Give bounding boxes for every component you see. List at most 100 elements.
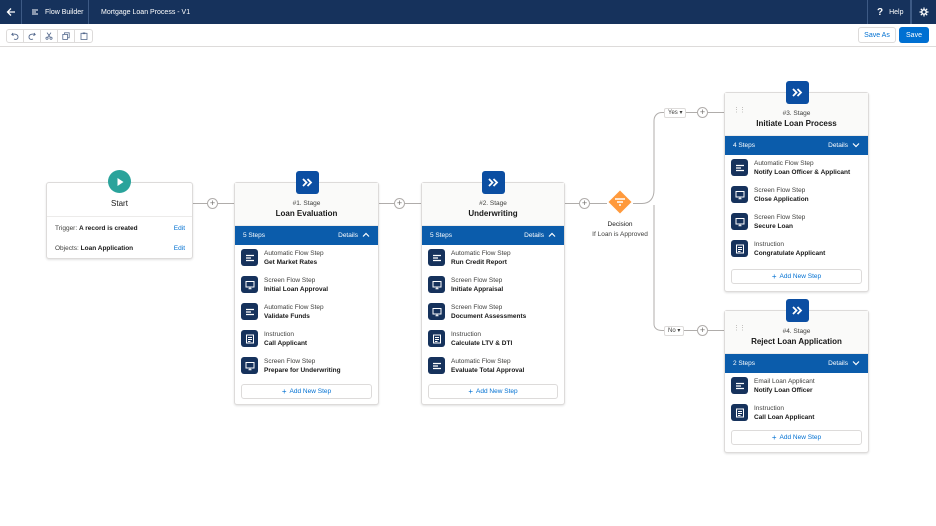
details-toggle[interactable]: Details bbox=[524, 231, 556, 239]
stage-icon bbox=[786, 299, 809, 322]
step-name: Close Application bbox=[754, 196, 809, 203]
edit-trigger-link[interactable]: Edit bbox=[173, 225, 185, 232]
redo-icon bbox=[28, 32, 36, 40]
screen-flow-icon bbox=[731, 213, 748, 230]
step-type: Instruction bbox=[754, 241, 784, 248]
chevron-up-icon bbox=[548, 232, 556, 237]
step-name: Get Market Rates bbox=[264, 259, 318, 266]
screen-flow-icon bbox=[428, 276, 445, 293]
step-item[interactable]: Screen Flow Step Initiate Appraisal bbox=[422, 272, 564, 299]
stage-card-reject-loan-application[interactable]: ⋮⋮ #4. Stage Reject Loan Application 2 S… bbox=[724, 310, 869, 453]
plus-icon: + bbox=[771, 433, 777, 442]
step-name: Document Assessments bbox=[451, 313, 527, 320]
step-item[interactable]: Screen Flow Step Close Application bbox=[725, 182, 868, 209]
step-name: Evaluate Total Approval bbox=[451, 367, 525, 374]
start-icon bbox=[108, 170, 131, 193]
step-item[interactable]: Automatic Flow Step Validate Funds bbox=[235, 299, 378, 326]
step-item[interactable]: Automatic Flow Step Get Market Rates bbox=[235, 245, 378, 272]
edit-tools bbox=[6, 29, 93, 43]
step-name: Congratulate Applicant bbox=[754, 250, 826, 257]
save-as-button[interactable]: Save As bbox=[858, 27, 896, 43]
yes-label: Yes bbox=[668, 110, 678, 116]
undo-button[interactable] bbox=[7, 30, 24, 42]
step-type: Instruction bbox=[754, 405, 784, 412]
stage-number: #3. Stage bbox=[782, 110, 811, 117]
edit-objects-link[interactable]: Edit bbox=[173, 245, 185, 252]
settings-button[interactable] bbox=[911, 0, 936, 24]
add-step-label: Add New Step bbox=[779, 434, 822, 441]
add-new-step-button[interactable]: + Add New Step bbox=[428, 384, 558, 399]
details-label: Details bbox=[828, 359, 848, 367]
redo-button[interactable] bbox=[24, 30, 41, 42]
help-button[interactable]: ? Help bbox=[867, 0, 911, 24]
step-type: Screen Flow Step bbox=[264, 358, 316, 365]
step-item[interactable]: Instruction Call Applicant bbox=[235, 326, 378, 353]
step-type: Screen Flow Step bbox=[754, 214, 806, 221]
step-item[interactable]: Automatic Flow Step Evaluate Total Appro… bbox=[422, 353, 564, 380]
step-item[interactable]: Automatic Flow Step Run Credit Report bbox=[422, 245, 564, 272]
step-name: Notify Loan Officer & Applicant bbox=[754, 169, 851, 176]
automatic-flow-icon bbox=[241, 303, 258, 320]
add-element-button[interactable]: + bbox=[697, 107, 708, 118]
gear-icon bbox=[919, 7, 929, 17]
paste-icon bbox=[80, 32, 87, 40]
app-name-label: Flow Builder bbox=[45, 8, 84, 16]
step-item[interactable]: Screen Flow Step Document Assessments bbox=[422, 299, 564, 326]
details-toggle[interactable]: Details bbox=[828, 141, 860, 149]
add-new-step-button[interactable]: + Add New Step bbox=[731, 430, 862, 445]
stage-number: #4. Stage bbox=[782, 328, 811, 335]
stage-card-loan-evaluation[interactable]: #1. Stage Loan Evaluation 5 Steps Detail… bbox=[234, 182, 379, 405]
flow-icon bbox=[32, 9, 38, 15]
start-title: Start bbox=[111, 199, 128, 208]
objects-value: Loan Application bbox=[80, 245, 134, 252]
step-item[interactable]: Screen Flow Step Initial Loan Approval bbox=[235, 272, 378, 299]
add-element-button[interactable]: + bbox=[697, 325, 708, 336]
step-type: Screen Flow Step bbox=[264, 277, 316, 284]
step-item[interactable]: Instruction Congratulate Applicant bbox=[725, 236, 868, 263]
step-item[interactable]: Screen Flow Step Prepare for Underwritin… bbox=[235, 353, 378, 380]
step-name: Initial Loan Approval bbox=[264, 286, 329, 293]
add-element-button[interactable]: + bbox=[207, 198, 218, 209]
add-new-step-button[interactable]: + Add New Step bbox=[731, 269, 862, 284]
steps-bar: 4 Steps Details bbox=[725, 136, 868, 155]
stage-name: Loan Evaluation bbox=[275, 209, 338, 218]
details-label: Details bbox=[338, 231, 358, 239]
cut-button[interactable] bbox=[41, 30, 58, 42]
add-new-step-button[interactable]: + Add New Step bbox=[241, 384, 372, 399]
stage-card-underwriting[interactable]: #2. Stage Underwriting 5 Steps Details A… bbox=[421, 182, 565, 405]
add-element-button[interactable]: + bbox=[394, 198, 405, 209]
back-button[interactable] bbox=[0, 0, 22, 24]
step-item[interactable]: Instruction Call Loan Applicant bbox=[725, 400, 868, 427]
step-name: Calculate LTV & DTI bbox=[451, 340, 513, 347]
step-name: Call Applicant bbox=[264, 340, 308, 347]
yes-branch-label[interactable]: Yes ▾ bbox=[664, 108, 687, 118]
back-arrow-icon bbox=[6, 8, 15, 16]
chevron-up-icon bbox=[362, 232, 370, 237]
start-element[interactable]: Start Trigger: A record is created Edit … bbox=[46, 182, 193, 259]
add-element-button[interactable]: + bbox=[579, 198, 590, 209]
stage-card-initiate-loan-process[interactable]: ⋮⋮ #3. Stage Initiate Loan Process 4 Ste… bbox=[724, 92, 869, 292]
plus-icon: + bbox=[771, 272, 777, 281]
save-button[interactable]: Save bbox=[899, 27, 929, 43]
step-name: Validate Funds bbox=[264, 313, 310, 320]
details-toggle[interactable]: Details bbox=[338, 231, 370, 239]
details-toggle[interactable]: Details bbox=[828, 359, 860, 367]
flow-name: Mortgage Loan Process - V1 bbox=[101, 8, 191, 16]
step-item[interactable]: Screen Flow Step Secure Loan bbox=[725, 209, 868, 236]
paste-button[interactable] bbox=[75, 30, 92, 42]
steps-bar: 5 Steps Details bbox=[422, 226, 564, 245]
automatic-flow-icon bbox=[241, 249, 258, 266]
no-branch-label[interactable]: No ▾ bbox=[664, 326, 685, 336]
decision-icon[interactable] bbox=[608, 190, 632, 214]
question-icon: ? bbox=[877, 6, 884, 18]
step-item[interactable]: Automatic Flow Step Notify Loan Officer … bbox=[725, 155, 868, 182]
copy-button[interactable] bbox=[58, 30, 75, 42]
steps-list: Automatic Flow Step Get Market Rates Scr… bbox=[235, 245, 378, 380]
step-item[interactable]: Instruction Calculate LTV & DTI bbox=[422, 326, 564, 353]
instruction-icon bbox=[241, 330, 258, 347]
divider bbox=[47, 216, 192, 217]
step-item[interactable]: Email Loan Applicant Notify Loan Officer bbox=[725, 373, 868, 400]
screen-flow-icon bbox=[241, 276, 258, 293]
steps-list: Automatic Flow Step Run Credit Report Sc… bbox=[422, 245, 564, 380]
double-chevron-right-icon bbox=[302, 178, 313, 187]
